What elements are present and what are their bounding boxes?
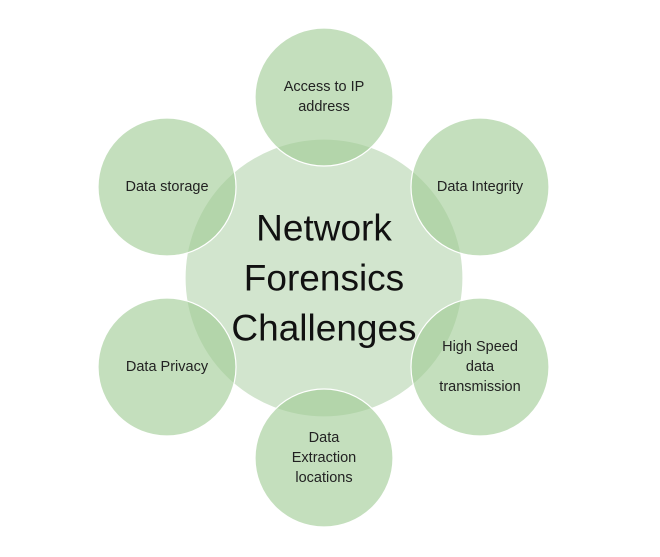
node-label-data-extraction-line-1: Data xyxy=(309,430,341,446)
center-title-line-2: Forensics xyxy=(244,258,404,299)
node-label-data-extraction-line-3: locations xyxy=(295,470,352,486)
node-circle-high-speed xyxy=(410,297,550,437)
node-circle-data-integrity xyxy=(410,117,550,257)
node-circle-data-extraction xyxy=(254,388,394,528)
node-label-high-speed-line-1: High Speed xyxy=(442,339,518,355)
outer-nodes-group xyxy=(97,27,550,528)
node-label-high-speed-line-3: transmission xyxy=(439,379,520,395)
node-circle-data-storage xyxy=(97,117,237,257)
node-label-data-extraction-line-2: Extraction xyxy=(292,450,356,466)
node-circle-access-ip xyxy=(254,27,394,167)
node-label-data-storage-line-1: Data storage xyxy=(125,179,208,195)
node-label-access-ip-line-2: address xyxy=(298,99,350,115)
node-circle-data-privacy xyxy=(97,297,237,437)
node-label-data-privacy-line-1: Data Privacy xyxy=(126,359,209,375)
center-title-line-3: Challenges xyxy=(231,308,416,349)
node-label-data-integrity-line-1: Data Integrity xyxy=(437,179,524,195)
node-label-access-ip-line-1: Access to IP xyxy=(284,79,365,95)
center-title-line-1: Network xyxy=(256,208,392,249)
node-label-high-speed-line-2: data xyxy=(466,359,495,375)
